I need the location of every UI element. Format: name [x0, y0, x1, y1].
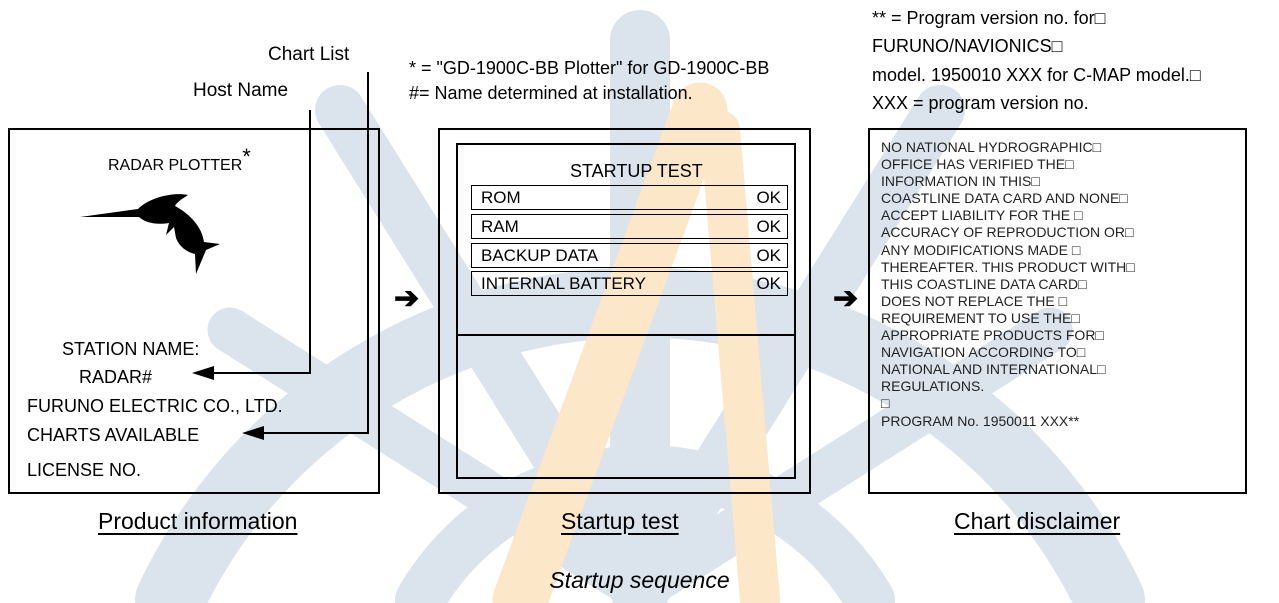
disclaimer-line: ACCURACY OF REPRODUCTION OR□ [881, 224, 1134, 241]
chart-list-callout-line [264, 72, 369, 434]
sailfish-logo-icon [80, 194, 220, 274]
watermark-spoke-orange [700, 110, 780, 603]
startup-test-title: STARTUP TEST [570, 161, 703, 181]
disclaimer-line: ACCEPT LIABILITY FOR THE □ [881, 207, 1083, 224]
test-label: BACKUP DATA [481, 246, 599, 265]
disclaimer-line: NO NATIONAL HYDROGRAPHIC□ [881, 139, 1102, 155]
disclaimer-line: REGULATIONS. [881, 378, 985, 395]
flow-arrow-icon: ➔ [833, 282, 859, 315]
disclaimer-line: ANY MODIFICATIONS MADE □ [881, 241, 1081, 258]
station-name: STATION NAME: [62, 339, 200, 359]
company-name: FURUNO ELECTRIC CO., LTD. [27, 396, 283, 416]
note-program-version-1: ** = Program version no. for□ [872, 8, 1106, 28]
disclaimer-line: COASTLINE DATA CARD AND NONE□ [881, 190, 1128, 207]
caption-chart-disclaimer: Chart disclaimer [954, 508, 1121, 534]
startup-test-box [438, 128, 811, 494]
note-program-version-4: XXX = program version no. [872, 93, 1089, 113]
test-row-rom: ROM OK [471, 185, 788, 210]
product-title: RADAR PLOTTER* [108, 144, 251, 176]
note-program-version-2: FURUNO/NAVIONICS□ [872, 36, 1063, 56]
test-status: OK [756, 188, 781, 207]
charts-available: CHARTS AVAILABLE [27, 425, 200, 445]
test-row-backup-data: BACKUP DATA OK [471, 243, 788, 268]
chart-list-label: Chart List [268, 44, 350, 65]
sequence-caption: Startup sequence [549, 567, 730, 593]
host-name-callout-line [214, 110, 311, 374]
disclaimer-line: APPROPRIATE PRODUCTS FOR□ [881, 327, 1104, 344]
disclaimer-line: PROGRAM No. 1950011 XXX** [881, 412, 1080, 429]
test-label: RAM [481, 217, 519, 236]
disclaimer-line: NAVIGATION ACCORDING TO□ [881, 344, 1086, 361]
startup-test-screen [456, 143, 796, 479]
chart-list-callout-arrowhead [242, 426, 264, 440]
caption-startup-test: Startup test [561, 508, 679, 534]
watermark-spoke [615, 85, 965, 603]
disclaimer-line: REQUIREMENT TO USE THE□ [881, 309, 1080, 326]
disclaimer-line: OFFICE HAS VERIFIED THE□ [881, 156, 1074, 173]
test-label: INTERNAL BATTERY [481, 274, 646, 293]
test-status: OK [756, 274, 781, 293]
radar-host-name: RADAR# [79, 367, 153, 387]
note-program-version-3: model. 1950010 XXX for C-MAP model.□ [872, 65, 1201, 85]
disclaimer-line: DOES NOT REPLACE THE □ [881, 292, 1068, 309]
test-status: OK [756, 217, 781, 236]
test-row-internal-battery: INTERNAL BATTERY OK [471, 271, 788, 296]
host-name-callout-arrowhead [192, 366, 214, 380]
caption-product-information: Product information [98, 508, 298, 534]
flow-arrow-icon: ➔ [394, 282, 420, 315]
product-title-mark: * [242, 144, 251, 169]
product-title-text: RADAR PLOTTER [108, 157, 243, 174]
disclaimer-line: THEREAFTER. THIS PRODUCT WITH□ [881, 258, 1135, 275]
watermark-spoke [617, 307, 1073, 603]
product-info-box [8, 128, 380, 494]
watermark-spoke [315, 85, 665, 603]
screen-divider [456, 334, 796, 336]
note-plotter-model: * = "GD-1900C-BB Plotter" for GD-1900C-B… [409, 58, 770, 78]
disclaimer-text: NO NATIONAL HYDROGRAPHIC□ OFFICE HAS VER… [881, 139, 1135, 430]
test-row-ram: RAM OK [471, 214, 788, 239]
disclaimer-line: NATIONAL AND INTERNATIONAL□ [881, 361, 1106, 378]
disclaimer-box [868, 128, 1247, 494]
watermark-spoke-orange [492, 82, 728, 603]
host-name-label: Host Name [193, 80, 289, 101]
disclaimer-line: □ [881, 395, 890, 412]
license-no: LICENSE NO. [27, 460, 142, 480]
disclaimer-line: INFORMATION IN THIS□ [881, 173, 1040, 190]
note-name-installation: #= Name determined at installation. [409, 83, 693, 103]
test-label: ROM [481, 188, 521, 207]
disclaimer-line: THIS COASTLINE DATA CARD□ [881, 275, 1087, 292]
test-status: OK [756, 246, 781, 265]
